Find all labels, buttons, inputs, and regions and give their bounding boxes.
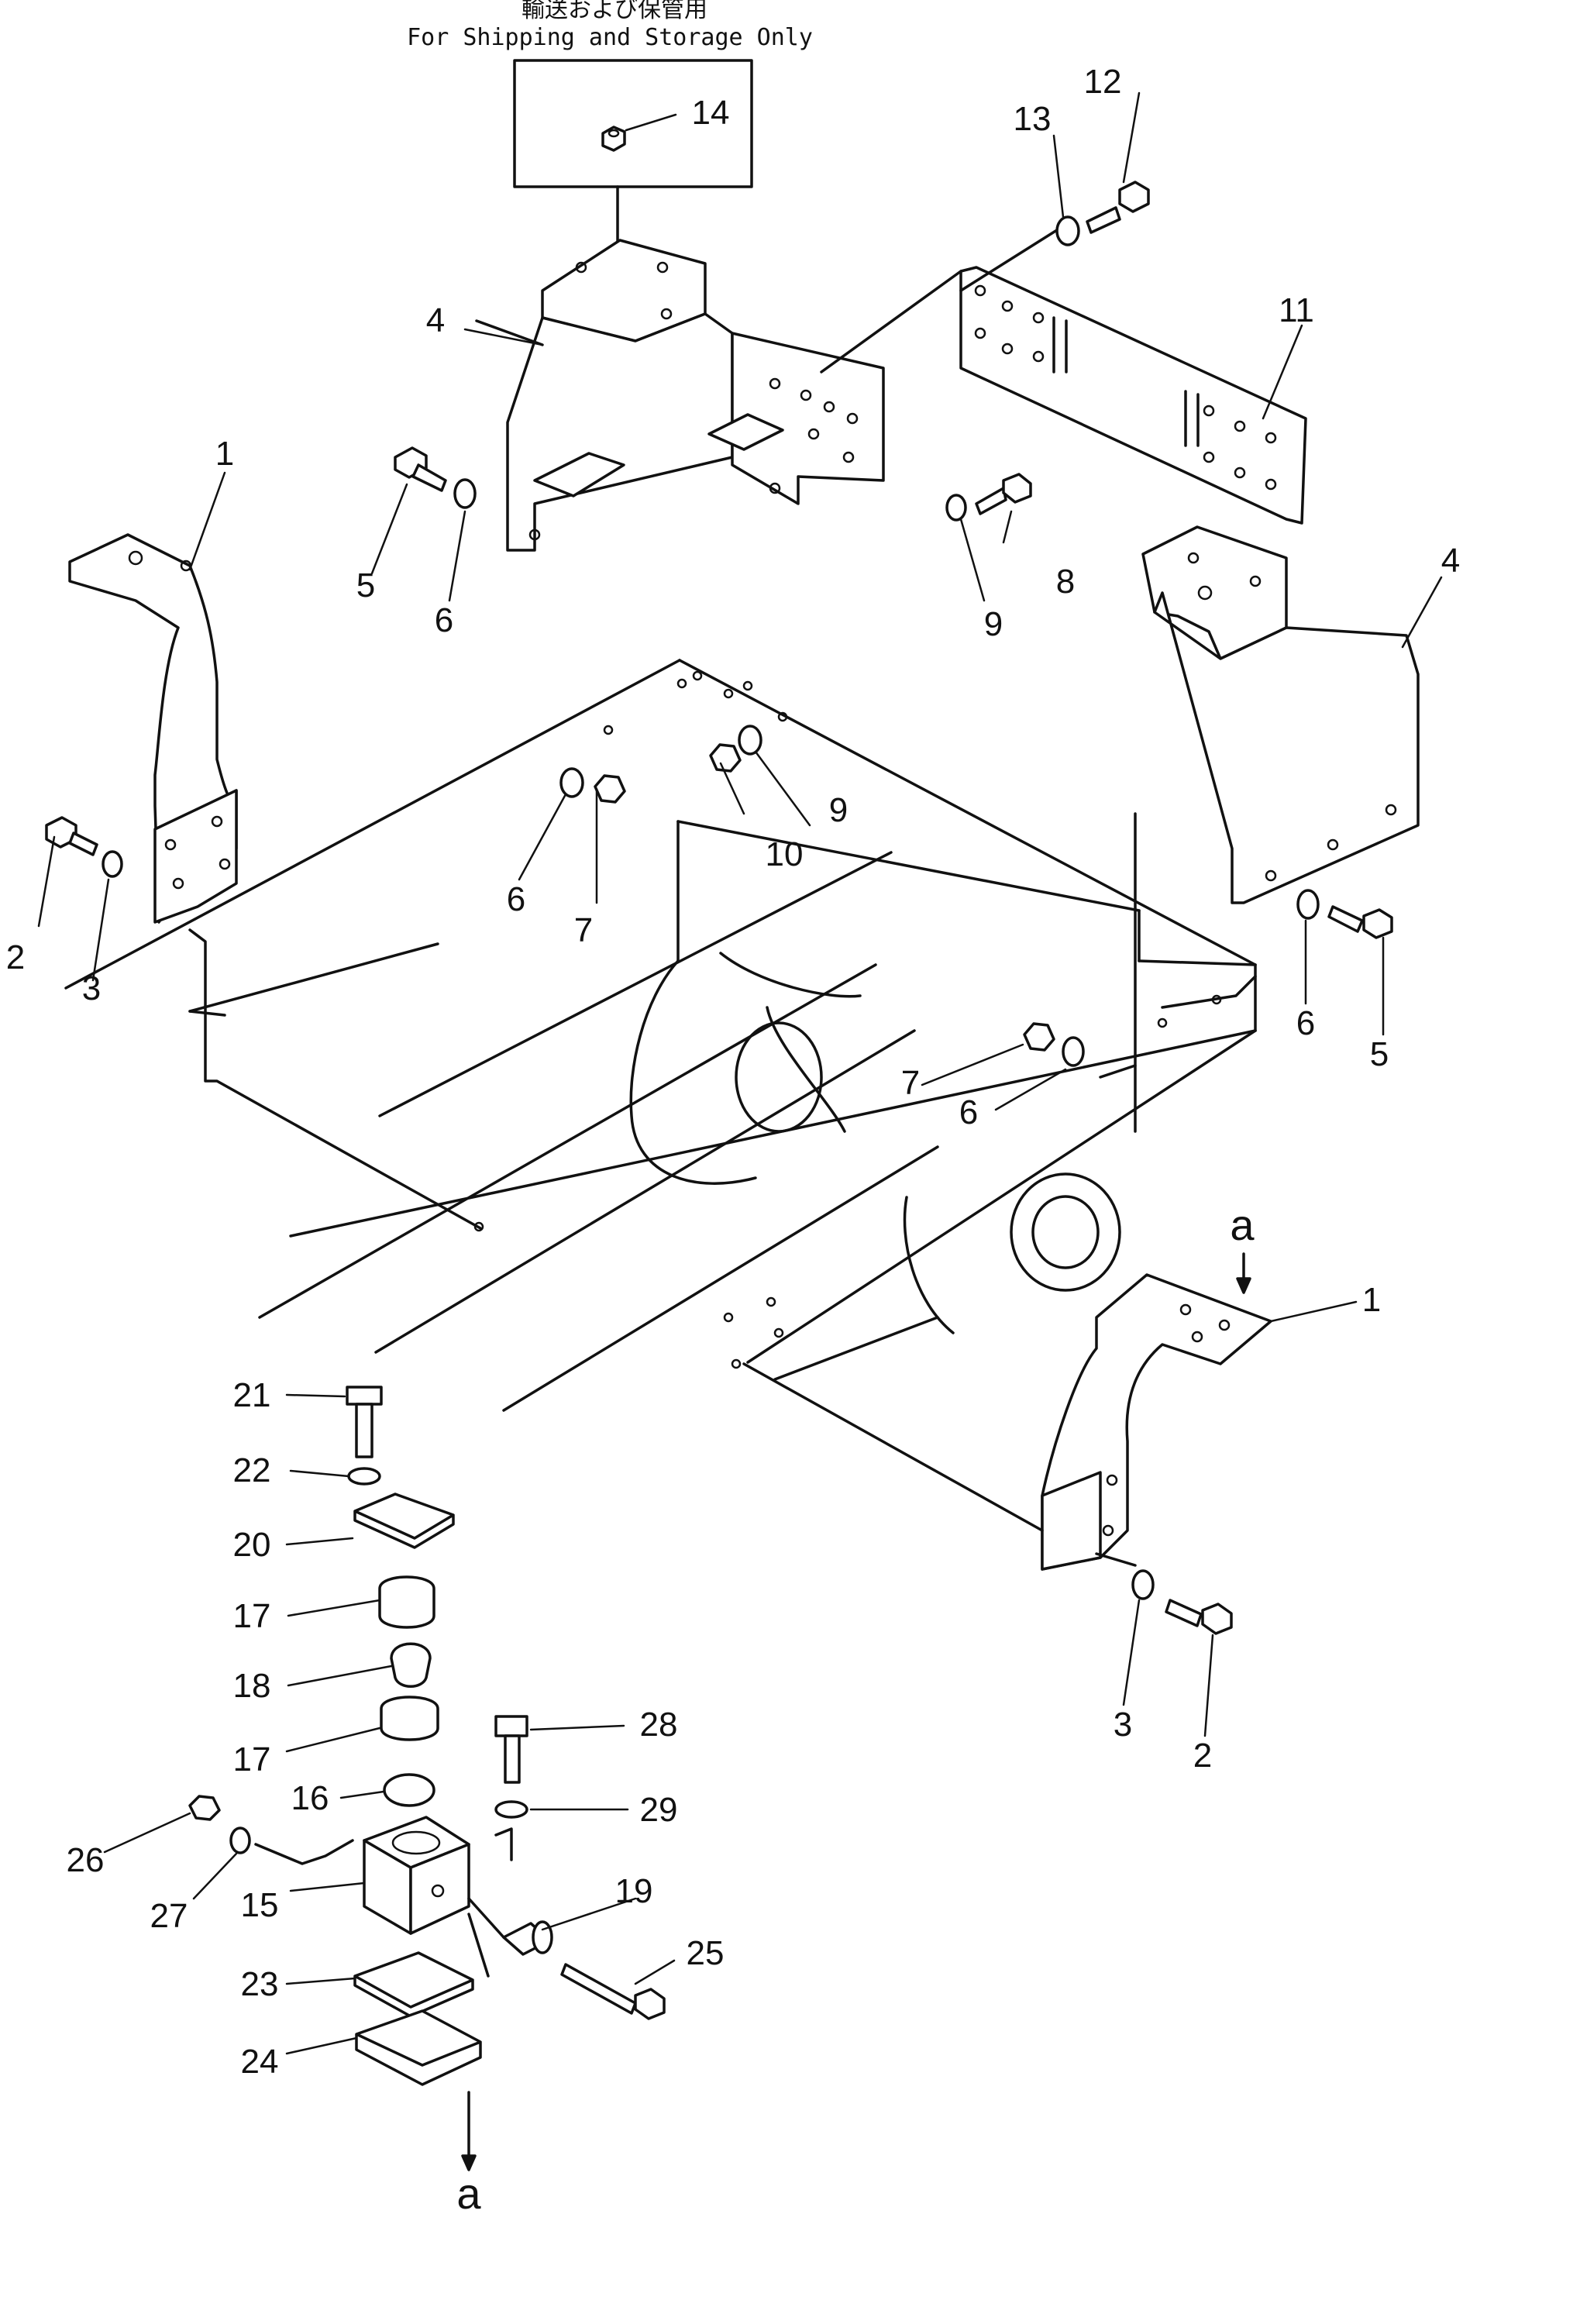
callout-9-mid: 9 — [829, 791, 848, 829]
callout-6-lower: 6 — [959, 1093, 978, 1131]
washer-3-left — [102, 850, 123, 878]
callout-2-right: 2 — [1193, 1737, 1212, 1775]
header-japanese-note: 輸送および保管用 — [522, 0, 707, 23]
washer-27 — [229, 1826, 251, 1854]
washer-6-right — [1296, 889, 1320, 920]
callout-3-left: 3 — [82, 969, 101, 1007]
bolt-5-right — [1327, 905, 1393, 939]
nut-26 — [188, 1795, 221, 1821]
callout-19: 19 — [615, 1872, 653, 1910]
bracket-1-left — [68, 533, 238, 924]
callout-21: 21 — [233, 1376, 271, 1414]
callout-5-right: 5 — [1370, 1035, 1389, 1073]
storage-item-box — [513, 59, 753, 188]
nut-10 — [709, 743, 742, 773]
callout-24: 24 — [241, 2043, 279, 2081]
pad-24 — [355, 2009, 482, 2086]
bolt-12 — [1086, 181, 1150, 234]
cushion-18 — [390, 1642, 432, 1688]
bolt-2-right — [1165, 1599, 1233, 1635]
washer-13 — [1055, 215, 1080, 246]
header-english-note: For Shipping and Storage Only — [407, 24, 813, 51]
callout-22: 22 — [233, 1451, 271, 1489]
callout-25: 25 — [687, 1934, 725, 1972]
plate-23 — [353, 1951, 474, 2018]
callout-9-upper: 9 — [984, 605, 1003, 643]
main-frame — [64, 659, 1257, 1412]
bolt-21 — [346, 1386, 383, 1458]
callout-1-right: 1 — [1362, 1281, 1381, 1319]
bolt-25 — [560, 1963, 666, 2020]
callout-26: 26 — [67, 1841, 105, 1879]
callout-18: 18 — [233, 1667, 271, 1705]
bracket-1-right — [1041, 1273, 1272, 1571]
leader-lines — [37, 91, 1443, 2055]
callout-6-left: 6 — [435, 601, 453, 639]
callout-11: 11 — [1279, 291, 1314, 329]
nut-7-lower — [1023, 1022, 1055, 1052]
washer-6-lower — [1062, 1036, 1085, 1067]
callout-6-mid: 6 — [507, 880, 525, 918]
cushion-17-lower — [380, 1696, 439, 1741]
washer-29 — [494, 1800, 528, 1819]
callout-27: 27 — [150, 1897, 188, 1935]
view-ref-a-upper: a — [1230, 1200, 1255, 1249]
washer-9-mid — [738, 725, 762, 756]
callout-5-left: 5 — [356, 566, 375, 604]
callout-23: 23 — [241, 1965, 279, 2003]
callout-6-right: 6 — [1296, 1004, 1315, 1042]
bracket-4-right — [1141, 525, 1420, 904]
callout-13: 13 — [1014, 100, 1052, 138]
callout-20: 20 — [233, 1526, 271, 1564]
callout-4-center: 4 — [426, 301, 445, 339]
cushion-17-upper — [378, 1575, 435, 1629]
callout-3-right: 3 — [1114, 1706, 1132, 1744]
callout-8: 8 — [1056, 563, 1075, 601]
housing-15 — [363, 1816, 470, 1935]
bracket-4-center — [506, 239, 885, 552]
callout-14: 14 — [692, 94, 730, 132]
bolt-28 — [494, 1715, 528, 1784]
callout-29: 29 — [640, 1791, 678, 1829]
bolt-5-left — [394, 446, 447, 492]
callout-7-mid: 7 — [574, 911, 593, 949]
plate-11 — [959, 266, 1307, 525]
washer-3-right — [1131, 1569, 1155, 1600]
callout-2-left: 2 — [6, 938, 25, 976]
nut-7-mid — [594, 774, 626, 804]
washer-22 — [347, 1467, 381, 1486]
callout-7-lower: 7 — [901, 1064, 920, 1102]
callout-12: 12 — [1084, 63, 1122, 101]
callout-16: 16 — [291, 1779, 329, 1817]
washer-6-left — [453, 478, 477, 509]
callout-4-right: 4 — [1441, 542, 1460, 580]
callout-1-left: 1 — [215, 435, 234, 473]
bolt-8 — [975, 473, 1032, 515]
callout-17-upper: 17 — [233, 1597, 271, 1635]
view-ref-a-lower: a — [456, 2169, 481, 2218]
plate-20 — [353, 1493, 455, 1549]
washer-9-center — [945, 494, 967, 522]
nut-14 — [601, 126, 626, 152]
callout-17-lower: 17 — [233, 1740, 271, 1778]
callout-10: 10 — [766, 835, 804, 873]
washer-6-mid — [559, 767, 584, 798]
callout-28: 28 — [640, 1706, 678, 1744]
callout-15: 15 — [241, 1886, 279, 1924]
disc-16 — [383, 1773, 435, 1807]
